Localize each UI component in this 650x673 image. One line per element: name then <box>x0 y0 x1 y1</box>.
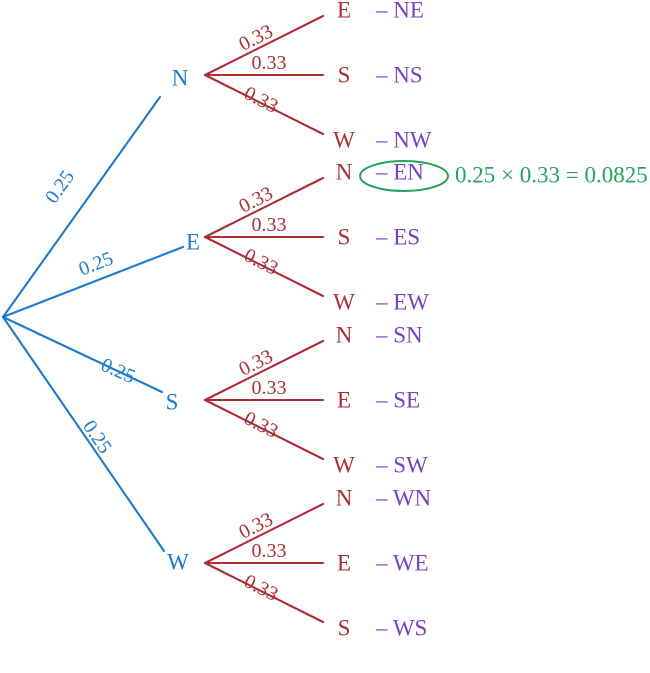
node-label-E: E <box>186 230 200 255</box>
leaf-label-NE: E <box>337 0 351 23</box>
level2-branch-line-NW <box>203 73 325 136</box>
leaf-label-NW: W <box>333 128 355 153</box>
node-label-S: S <box>166 390 179 415</box>
level2-branch-line-EN <box>203 176 325 239</box>
level1-branch-line-W <box>1 315 166 553</box>
leaf-label-WN: N <box>336 486 353 511</box>
level2-probability-label: 0.33 <box>240 82 281 117</box>
level2-branch-line-SN <box>203 339 325 402</box>
outcome-label-NE: – NE <box>375 0 424 23</box>
level2-branch-line-WS <box>203 561 325 624</box>
level2-probability-label: 0.33 <box>240 570 281 605</box>
level2-branch-line-NE <box>203 14 325 77</box>
outcome-label-ES: – ES <box>375 225 420 250</box>
outcome-label-WN: – WN <box>375 486 432 511</box>
outcome-label-SW: – SW <box>375 453 428 478</box>
level1-branch-line-N <box>1 95 162 319</box>
level1-branch-line-E <box>1 245 185 319</box>
level2-probability-label: 0.33 <box>252 52 287 74</box>
level2-branch-line-EW <box>203 235 325 298</box>
level2-probability-label: 0.33 <box>252 377 287 399</box>
leaf-label-SW: W <box>333 453 355 478</box>
leaf-label-WS: S <box>338 616 351 641</box>
outcome-label-WS: – WS <box>375 616 427 641</box>
outcome-label-SN: – SN <box>375 323 423 348</box>
leaf-label-SN: N <box>336 323 353 348</box>
leaf-label-EN: N <box>336 160 353 185</box>
level1-probability-label: 0.25 <box>98 354 139 388</box>
outcome-label-NW: – NW <box>375 128 432 153</box>
outcome-label-SE: – SE <box>375 388 420 413</box>
leaf-label-ES: S <box>338 225 351 250</box>
level2-probability-label: 0.33 <box>252 214 287 236</box>
highlight-ellipse <box>359 160 449 192</box>
leaf-label-SE: E <box>337 388 351 413</box>
level2-branch-line-WN <box>203 502 325 565</box>
level1-probability-label: 0.25 <box>41 166 79 207</box>
leaf-label-NS: S <box>338 63 351 88</box>
level2-probability-label: 0.33 <box>240 244 281 279</box>
outcome-label-EW: – EW <box>375 290 429 315</box>
node-label-W: W <box>167 550 189 575</box>
leaf-label-EW: W <box>333 290 355 315</box>
level2-probability-label: 0.33 <box>240 407 281 442</box>
node-label-N: N <box>172 66 189 91</box>
outcome-label-WE: – WE <box>375 551 429 576</box>
level2-branch-line-SW <box>203 398 325 461</box>
leaf-label-WE: E <box>337 551 351 576</box>
level1-probability-label: 0.25 <box>78 416 116 457</box>
outcome-label-NS: – NS <box>375 63 423 88</box>
level2-probability-label: 0.33 <box>252 540 287 562</box>
highlight-formula: 0.25 × 0.33 = 0.0825 <box>455 163 648 188</box>
level1-branch-line-S <box>1 315 164 394</box>
